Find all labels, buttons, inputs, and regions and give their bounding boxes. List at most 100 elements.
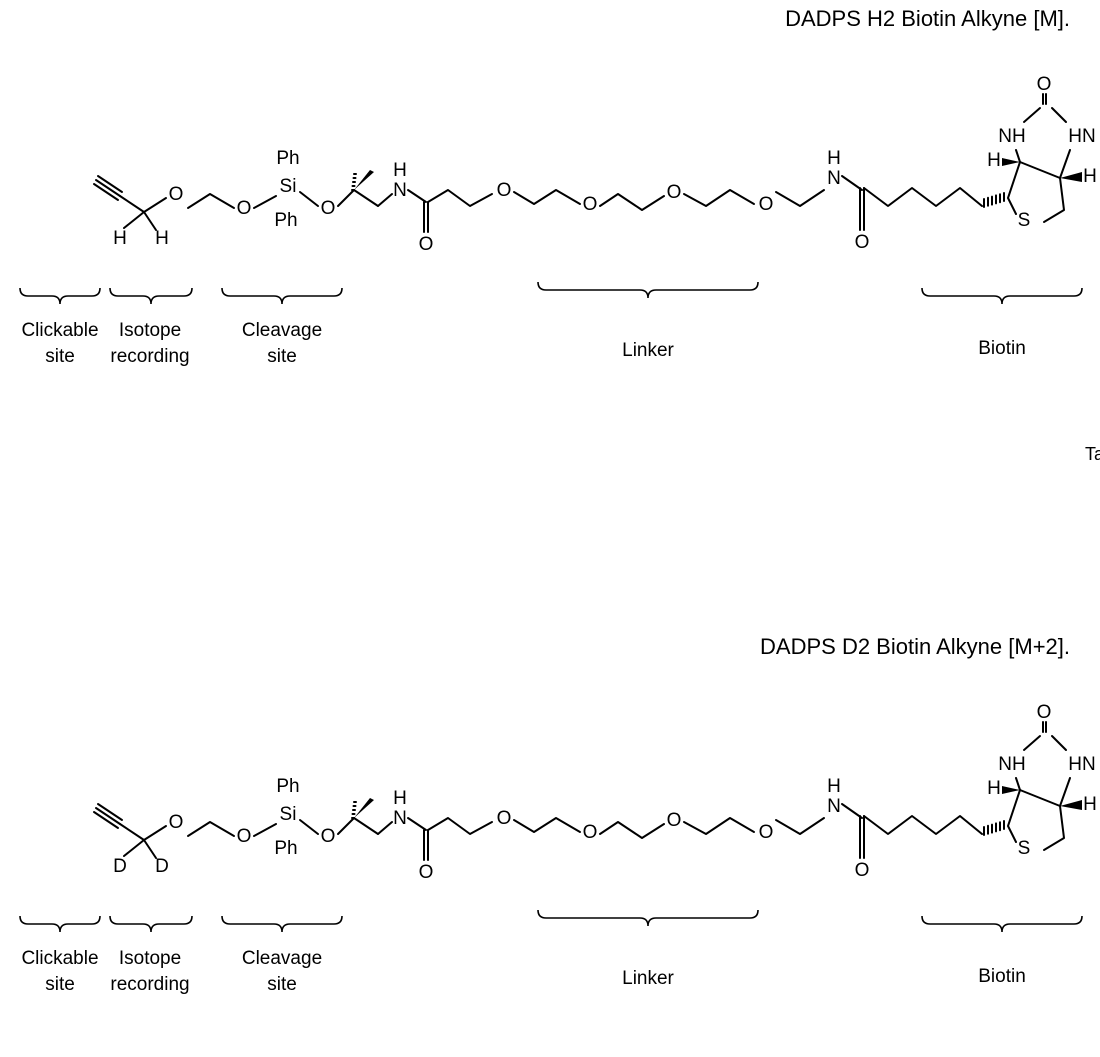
region-label-biotin: Biotin: [978, 338, 1026, 359]
atom-n-amide: N: [393, 180, 407, 201]
alkyne-bond: [97, 803, 123, 821]
compound-title: DADPS H2 Biotin Alkyne [M].: [785, 6, 1070, 31]
atom-o-urea: O: [1037, 702, 1052, 723]
bond: [407, 817, 427, 831]
peg-chain: [775, 189, 825, 207]
bond: [1015, 149, 1021, 163]
atom-nh: NH: [998, 126, 1025, 147]
alkyne-bond: [119, 195, 145, 213]
atom-n-amide: N: [827, 796, 841, 817]
bond: [377, 821, 393, 835]
atom-hn: HN: [1068, 754, 1095, 775]
atom-o-ether: O: [237, 198, 252, 219]
bond: [123, 211, 145, 229]
atom-h-bridgehead: H: [987, 150, 1001, 171]
ethylene-chain: [187, 821, 235, 837]
bond: [299, 191, 319, 207]
thiolane-bond: [1043, 805, 1065, 851]
region-label-cleavage: site: [267, 974, 297, 995]
atom-ph: Ph: [274, 838, 297, 859]
ethylene-chain: [187, 193, 235, 209]
bond: [1019, 789, 1061, 807]
atom-h-amide: H: [827, 776, 841, 797]
atom-o-propargyl: O: [169, 184, 184, 205]
peg-chain: [599, 193, 665, 211]
alkyne-bond: [93, 811, 119, 829]
biotin-brace: [921, 915, 1083, 933]
biotin-brace: [921, 287, 1083, 305]
atom-h-bridgehead: H: [987, 778, 1001, 799]
bond: [1051, 735, 1067, 751]
clickable-brace: [19, 287, 101, 305]
compound-panel-2: DADPS D2 Biotin Alkyne [M+2].OHNNHHHSONH…: [19, 634, 1097, 995]
atom-isotope: H: [113, 228, 127, 249]
atom-o-amide: O: [419, 862, 434, 883]
atom-h-bridgehead: H: [1083, 166, 1097, 187]
bond: [1023, 735, 1041, 751]
region-label-linker: Linker: [622, 340, 674, 361]
linker-brace: [537, 281, 759, 299]
bond: [377, 193, 393, 207]
peg-chain: [513, 817, 581, 833]
atom-o-peg: O: [583, 194, 598, 215]
atom-o-peg: O: [667, 182, 682, 203]
bond: [299, 819, 319, 835]
region-label-cleavage: Cleavage: [242, 320, 322, 341]
tag-note-prefix: Tag left on peptide after cleavage : C: [1085, 444, 1100, 464]
alkyne-bond: [95, 807, 121, 825]
compound-title: DADPS D2 Biotin Alkyne [M+2].: [760, 634, 1070, 659]
peg-chain: [599, 821, 665, 839]
atom-hn: HN: [1068, 126, 1095, 147]
peg-chain: [775, 817, 825, 835]
region-label-isotope: Isotope: [119, 320, 181, 341]
peg-chain: [683, 817, 755, 835]
bond: [143, 211, 157, 231]
isotope-brace: [109, 915, 193, 933]
bond: [1023, 107, 1041, 123]
region-label-linker: Linker: [622, 968, 674, 989]
compound-panel-1: DADPS H2 Biotin Alkyne [M].OHNNHHHSONHOO…: [19, 6, 1100, 464]
atom-o-amide: O: [855, 232, 870, 253]
stereo-wedge: [1060, 800, 1082, 810]
atom-o-peg: O: [497, 180, 512, 201]
region-label-isotope: Isotope: [119, 948, 181, 969]
atom-o-amide: O: [855, 860, 870, 881]
atom-si: Si: [280, 804, 297, 825]
atom-h-amide: H: [393, 160, 407, 181]
atom-s: S: [1018, 210, 1031, 231]
region-label-clickable: site: [45, 346, 75, 367]
bond: [1051, 107, 1067, 123]
region-label-clickable: site: [45, 974, 75, 995]
valeryl-chain: [863, 815, 983, 835]
atom-ph: Ph: [276, 148, 299, 169]
alkyne-bond: [93, 183, 119, 201]
atom-h-amide: H: [827, 148, 841, 169]
atom-s: S: [1018, 838, 1031, 859]
valeryl-chain: [863, 187, 983, 207]
atom-isotope: H: [155, 228, 169, 249]
bond: [841, 803, 863, 819]
bond: [337, 817, 355, 835]
atom-nh: NH: [998, 754, 1025, 775]
stereo-wedge: [354, 798, 374, 818]
stereo-wedge: [354, 170, 374, 190]
bond: [1059, 777, 1071, 807]
bond: [407, 189, 427, 203]
bond: [253, 195, 277, 209]
region-label-biotin: Biotin: [978, 966, 1026, 987]
peg-chain: [427, 189, 493, 207]
bond: [353, 817, 379, 835]
atom-ph: Ph: [276, 776, 299, 797]
bond: [1059, 149, 1071, 179]
cleavage-brace: [221, 915, 343, 933]
bond: [337, 189, 355, 207]
atom-o-peg: O: [667, 810, 682, 831]
stereo-wedge: [1060, 172, 1082, 182]
atom-o-amide: O: [419, 234, 434, 255]
atom-n-amide: N: [827, 168, 841, 189]
atom-o-ether: O: [237, 826, 252, 847]
bond: [841, 175, 863, 191]
atom-o-peg: O: [759, 194, 774, 215]
bond: [353, 189, 379, 207]
atom-o-silyl-ether: O: [321, 826, 336, 847]
